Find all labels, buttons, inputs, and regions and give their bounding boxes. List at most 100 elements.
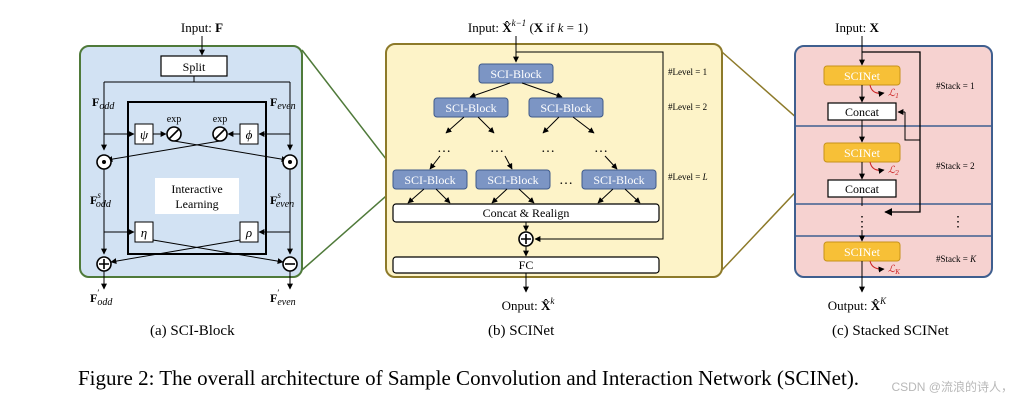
l2a-out1 (445, 116, 465, 134)
sci-block-levelL-a (392, 169, 468, 190)
loss1-arrow (869, 84, 885, 97)
lb-out1 (491, 188, 508, 204)
lb-out2 (518, 188, 535, 204)
l1-to-l2b (521, 82, 563, 99)
watermark: CSDN @流浪的诗人， (891, 380, 1013, 394)
panel-a-sci-block: Input: F Split Fodd Feven ψ ϕ exp exp In… (79, 20, 303, 308)
c-vertical-ellipsis: ⋮ (855, 215, 869, 230)
c-right-ellipsis: ⋮ (951, 215, 965, 230)
exp-label-left: exp (167, 114, 181, 125)
loss2-label: ℒ2 (888, 165, 899, 177)
la-out1 (407, 188, 425, 204)
eta-label: η (141, 225, 147, 240)
concat-realign-label: Concat & Realign (483, 206, 570, 220)
panel-c-output-label: Output: X̂K (828, 296, 887, 313)
scinet-stack1-label: SCINet (844, 69, 881, 83)
multiply-even-dot (288, 160, 292, 164)
psi-label: ψ (140, 127, 149, 142)
rho-label: ρ (245, 225, 252, 240)
sci-block-levelL-c (581, 169, 657, 190)
ellipsis-4: … (594, 141, 608, 156)
sci-block-level2-b-label: SCI-Block (540, 101, 591, 115)
zoom-lines-a-b (301, 49, 394, 271)
dots-to-lvlL-3 (604, 155, 618, 170)
b-residual-path (516, 51, 664, 242)
ellipsis-levelL: … (559, 173, 573, 188)
interactive-learning-box (155, 178, 239, 214)
caption-c: (c) Stacked SCINet (832, 323, 949, 339)
stackK-label: #Stack = K (936, 254, 977, 264)
dots-to-lvlL-2 (504, 155, 513, 170)
exp-label-right: exp (213, 114, 227, 125)
l1-to-l2a (469, 82, 511, 99)
concat-stack2-label: Concat (845, 182, 880, 196)
sci-block-level1 (478, 63, 554, 84)
panel-c-stacked-scinet: Input: X SCINet ℒ1 #Stack = 1 Concat SCI… (794, 20, 993, 313)
exp-node-right-slash (214, 128, 226, 140)
figure-caption: Figure 2: The overall architecture of Sa… (78, 366, 860, 390)
skip-branch1 (904, 112, 920, 141)
fp-odd-label: F′odd (90, 288, 113, 308)
panel-b-scinet: Input: X̂k−1 (X if k = 1) SCI-Block #Lev… (385, 18, 723, 313)
multiply-odd-dot (102, 160, 106, 164)
sci-block-level2-b (528, 97, 604, 118)
zoom-line-top (301, 49, 394, 169)
ellipsis-1: … (437, 141, 451, 156)
panel-b-input-label: Input: X̂k−1 (X if k = 1) (468, 18, 588, 35)
eta-box (134, 221, 154, 243)
scinet-stackK-label: SCINet (844, 245, 881, 259)
exp-cross-2 (106, 140, 221, 163)
residual-add-plus (521, 234, 531, 244)
lossK-arrow (869, 260, 885, 273)
level1-label: #Level = 1 (668, 67, 707, 77)
level2-label: #Level = 2 (668, 102, 707, 112)
panel-a-input-label: Input: F (181, 20, 223, 35)
stack1-label: #Stack = 1 (936, 81, 975, 91)
sci-block-level1-label: SCI-Block (490, 67, 541, 81)
loss2-arrow (869, 161, 885, 174)
rho-box (239, 221, 259, 243)
dots-to-lvlL-1 (429, 155, 441, 170)
add-odd-plus (99, 259, 109, 269)
zoom-line-bottom (301, 189, 394, 271)
c-skip-path (862, 51, 921, 216)
caption-a: (a) SCI-Block (150, 323, 235, 339)
fc-label: FC (519, 258, 534, 272)
levelL-label: #Level = L (668, 172, 708, 182)
stack2-label: #Stack = 2 (936, 161, 975, 171)
exp-node-left-slash (168, 128, 180, 140)
ellipsis-3: … (541, 141, 555, 156)
sci-block-level2-a-label: SCI-Block (445, 101, 496, 115)
rho-cross (110, 239, 241, 265)
phi-label: ϕ (246, 127, 253, 142)
caption-b: (b) SCINet (488, 323, 555, 339)
fp-even-label: F′even (270, 288, 296, 308)
sci-block-level2-a (433, 97, 509, 118)
concat-stack1-label: Concat (845, 105, 880, 119)
split-label: Split (183, 60, 206, 74)
lc-out2 (624, 188, 641, 204)
eta-cross (152, 239, 284, 265)
l2b-out2 (572, 116, 595, 134)
l2a-out2 (477, 116, 495, 134)
loss1-label: ℒ1 (888, 88, 899, 100)
panel-c-input-label: Input: X (835, 20, 879, 35)
scinet-stack2-label: SCINet (844, 146, 881, 160)
sci-block-levelL-b-label: SCI-Block (487, 173, 538, 187)
ellipsis-2: … (490, 141, 504, 156)
panel-b-output-label: Onput: X̂k (502, 296, 556, 313)
sci-block-levelL-a-label: SCI-Block (404, 173, 455, 187)
interactive-learning-frame (127, 101, 267, 255)
panel-a-background (79, 45, 303, 278)
lc-out1 (597, 188, 614, 204)
la-out2 (435, 188, 451, 204)
sci-block-levelL-c-label: SCI-Block (593, 173, 644, 187)
exp-cross-1 (173, 140, 288, 163)
learning-label: Learning (175, 197, 218, 211)
interactive-label: Interactive (171, 182, 222, 196)
sci-block-levelL-b (475, 169, 551, 190)
split-connector (104, 76, 290, 83)
l2b-out1 (542, 116, 560, 134)
